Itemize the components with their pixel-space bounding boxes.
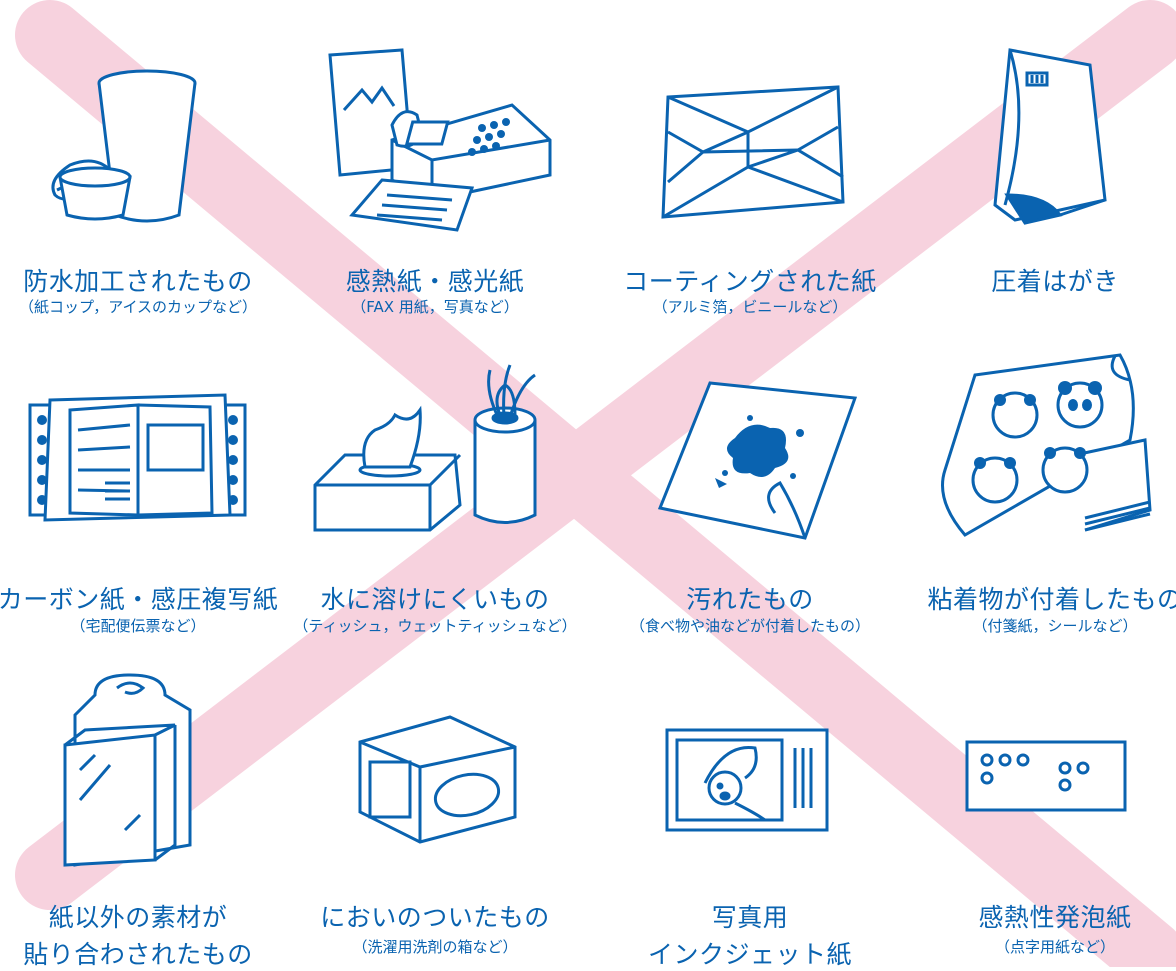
scented-box-icon [355,712,520,847]
fax-machine-icon [322,50,557,230]
item-title: 汚れたもの [686,585,814,614]
item-title: 紙以外の素材が [48,903,228,932]
foil-wrap-icon [648,82,853,227]
item-subtitle: （FAX 用紙，写真など） [351,298,519,316]
item-subtitle: （点字用紙など） [994,938,1116,956]
cup-icon [35,65,205,240]
item-title: 感熱紙・感光紙 [345,267,525,296]
carbon-form-icon [30,395,245,525]
item-title: カーボン紙・感圧複写紙 [0,585,279,614]
cross-stroke-2 [15,0,1176,910]
item-title: 粘着物が付着したもの [927,585,1176,614]
item-title: 感熱性発泡紙 [978,903,1132,932]
item-title-line2: インクジェット紙 [647,940,853,969]
item-subtitle: （宅配便伝票など） [70,617,206,635]
item-title-line2: 貼り合わされたもの [23,940,253,969]
item-subtitle: （アルミ箔，ビニールなど） [652,298,848,316]
item-title: 水に溶けにくいもの [320,585,550,614]
tissue-icon [310,355,555,535]
item-subtitle: （紙コップ，アイスのカップなど） [18,298,258,316]
item-subtitle: （付箋紙，シールなど） [972,617,1138,635]
pressure-postcard-icon [985,45,1120,235]
braille-paper-icon [965,740,1127,812]
blister-pack-icon [55,670,205,870]
item-title: コーティングされた紙 [623,267,877,296]
item-subtitle: （洗濯用洗剤の箱など） [352,938,518,956]
stained-paper-icon [655,378,860,538]
item-title: においのついたもの [320,903,550,932]
item-title: 圧着はがき [991,267,1119,296]
photo-print-icon [665,728,830,833]
item-title: 防水加工されたもの [23,267,253,296]
item-title: 写真用 [711,903,789,932]
item-subtitle: （ティッシュ，ウェットティッシュなど） [293,617,577,635]
item-subtitle: （食べ物や油などが付着したもの） [629,617,871,635]
sticker-sheet-icon [935,350,1160,535]
